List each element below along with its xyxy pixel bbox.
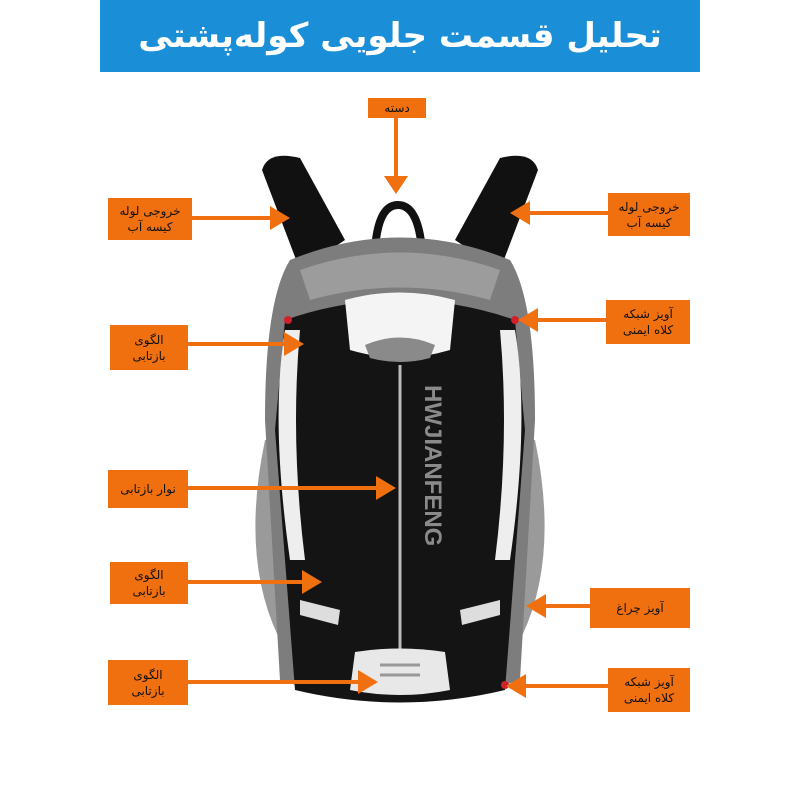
callout-reflective-pattern-bottom: الگوی بازتابی <box>108 660 188 705</box>
callout-text: الگوی <box>134 332 164 347</box>
handle <box>371 200 426 251</box>
callout-text: آویز شبکه <box>623 307 673 321</box>
callout-text: کیسه آب <box>626 215 672 230</box>
callout-text: الگوی <box>133 667 163 682</box>
callout-reflective-strip: نوار بازتابی <box>108 470 188 508</box>
page-title: تحلیل قسمت جلویی کوله‌پشتی <box>138 16 662 56</box>
callout-helmet-hanger-bottom: آویز شبکه کلاه ایمنی <box>608 668 690 712</box>
callout-light-hanger: آویز چراغ <box>590 588 690 628</box>
right-shoulder-strap <box>455 155 538 270</box>
left-reflective-panel <box>278 330 305 560</box>
callout-text: کیسه آب <box>127 220 173 234</box>
brand-text: HWJIANFENG <box>419 385 446 546</box>
right-reflective-panel <box>495 330 522 560</box>
callout-handle: دسته <box>368 98 426 118</box>
left-shoulder-strap <box>262 155 345 270</box>
title-banner: تحلیل قسمت جلویی کوله‌پشتی <box>100 0 700 72</box>
callout-text: الگوی <box>134 568 164 582</box>
callout-text: کلاه ایمنی <box>622 323 674 337</box>
helmet-loop-top <box>511 316 519 324</box>
callout-text: دسته <box>384 101 410 115</box>
callout-text: بازتابی <box>131 683 165 698</box>
callout-text: خروجی لوله <box>119 204 181 218</box>
callout-text: بازتابی <box>132 348 166 363</box>
callout-text: بازتابی <box>132 584 166 598</box>
callout-text: آویز چراغ <box>616 601 664 615</box>
helmet-loop-bottom <box>501 681 509 689</box>
callout-helmet-hanger-top: آویز شبکه کلاه ایمنی <box>606 300 690 344</box>
callout-reflective-pattern-top: الگوی بازتابی <box>110 325 188 370</box>
top-pocket <box>345 292 455 358</box>
callout-text: کلاه ایمنی <box>623 691 675 705</box>
callout-text: آویز شبکه <box>624 675 674 689</box>
callout-text: نوار بازتابی <box>120 482 176 496</box>
callout-text: خروجی لوله <box>618 199 680 214</box>
callout-hose-right: خروجی لوله کیسه آب <box>608 193 690 236</box>
callout-hose-left: خروجی لوله کیسه آب <box>108 198 192 240</box>
arrows <box>188 118 608 698</box>
callout-reflective-pattern-mid: الگوی بازتابی <box>110 562 188 604</box>
